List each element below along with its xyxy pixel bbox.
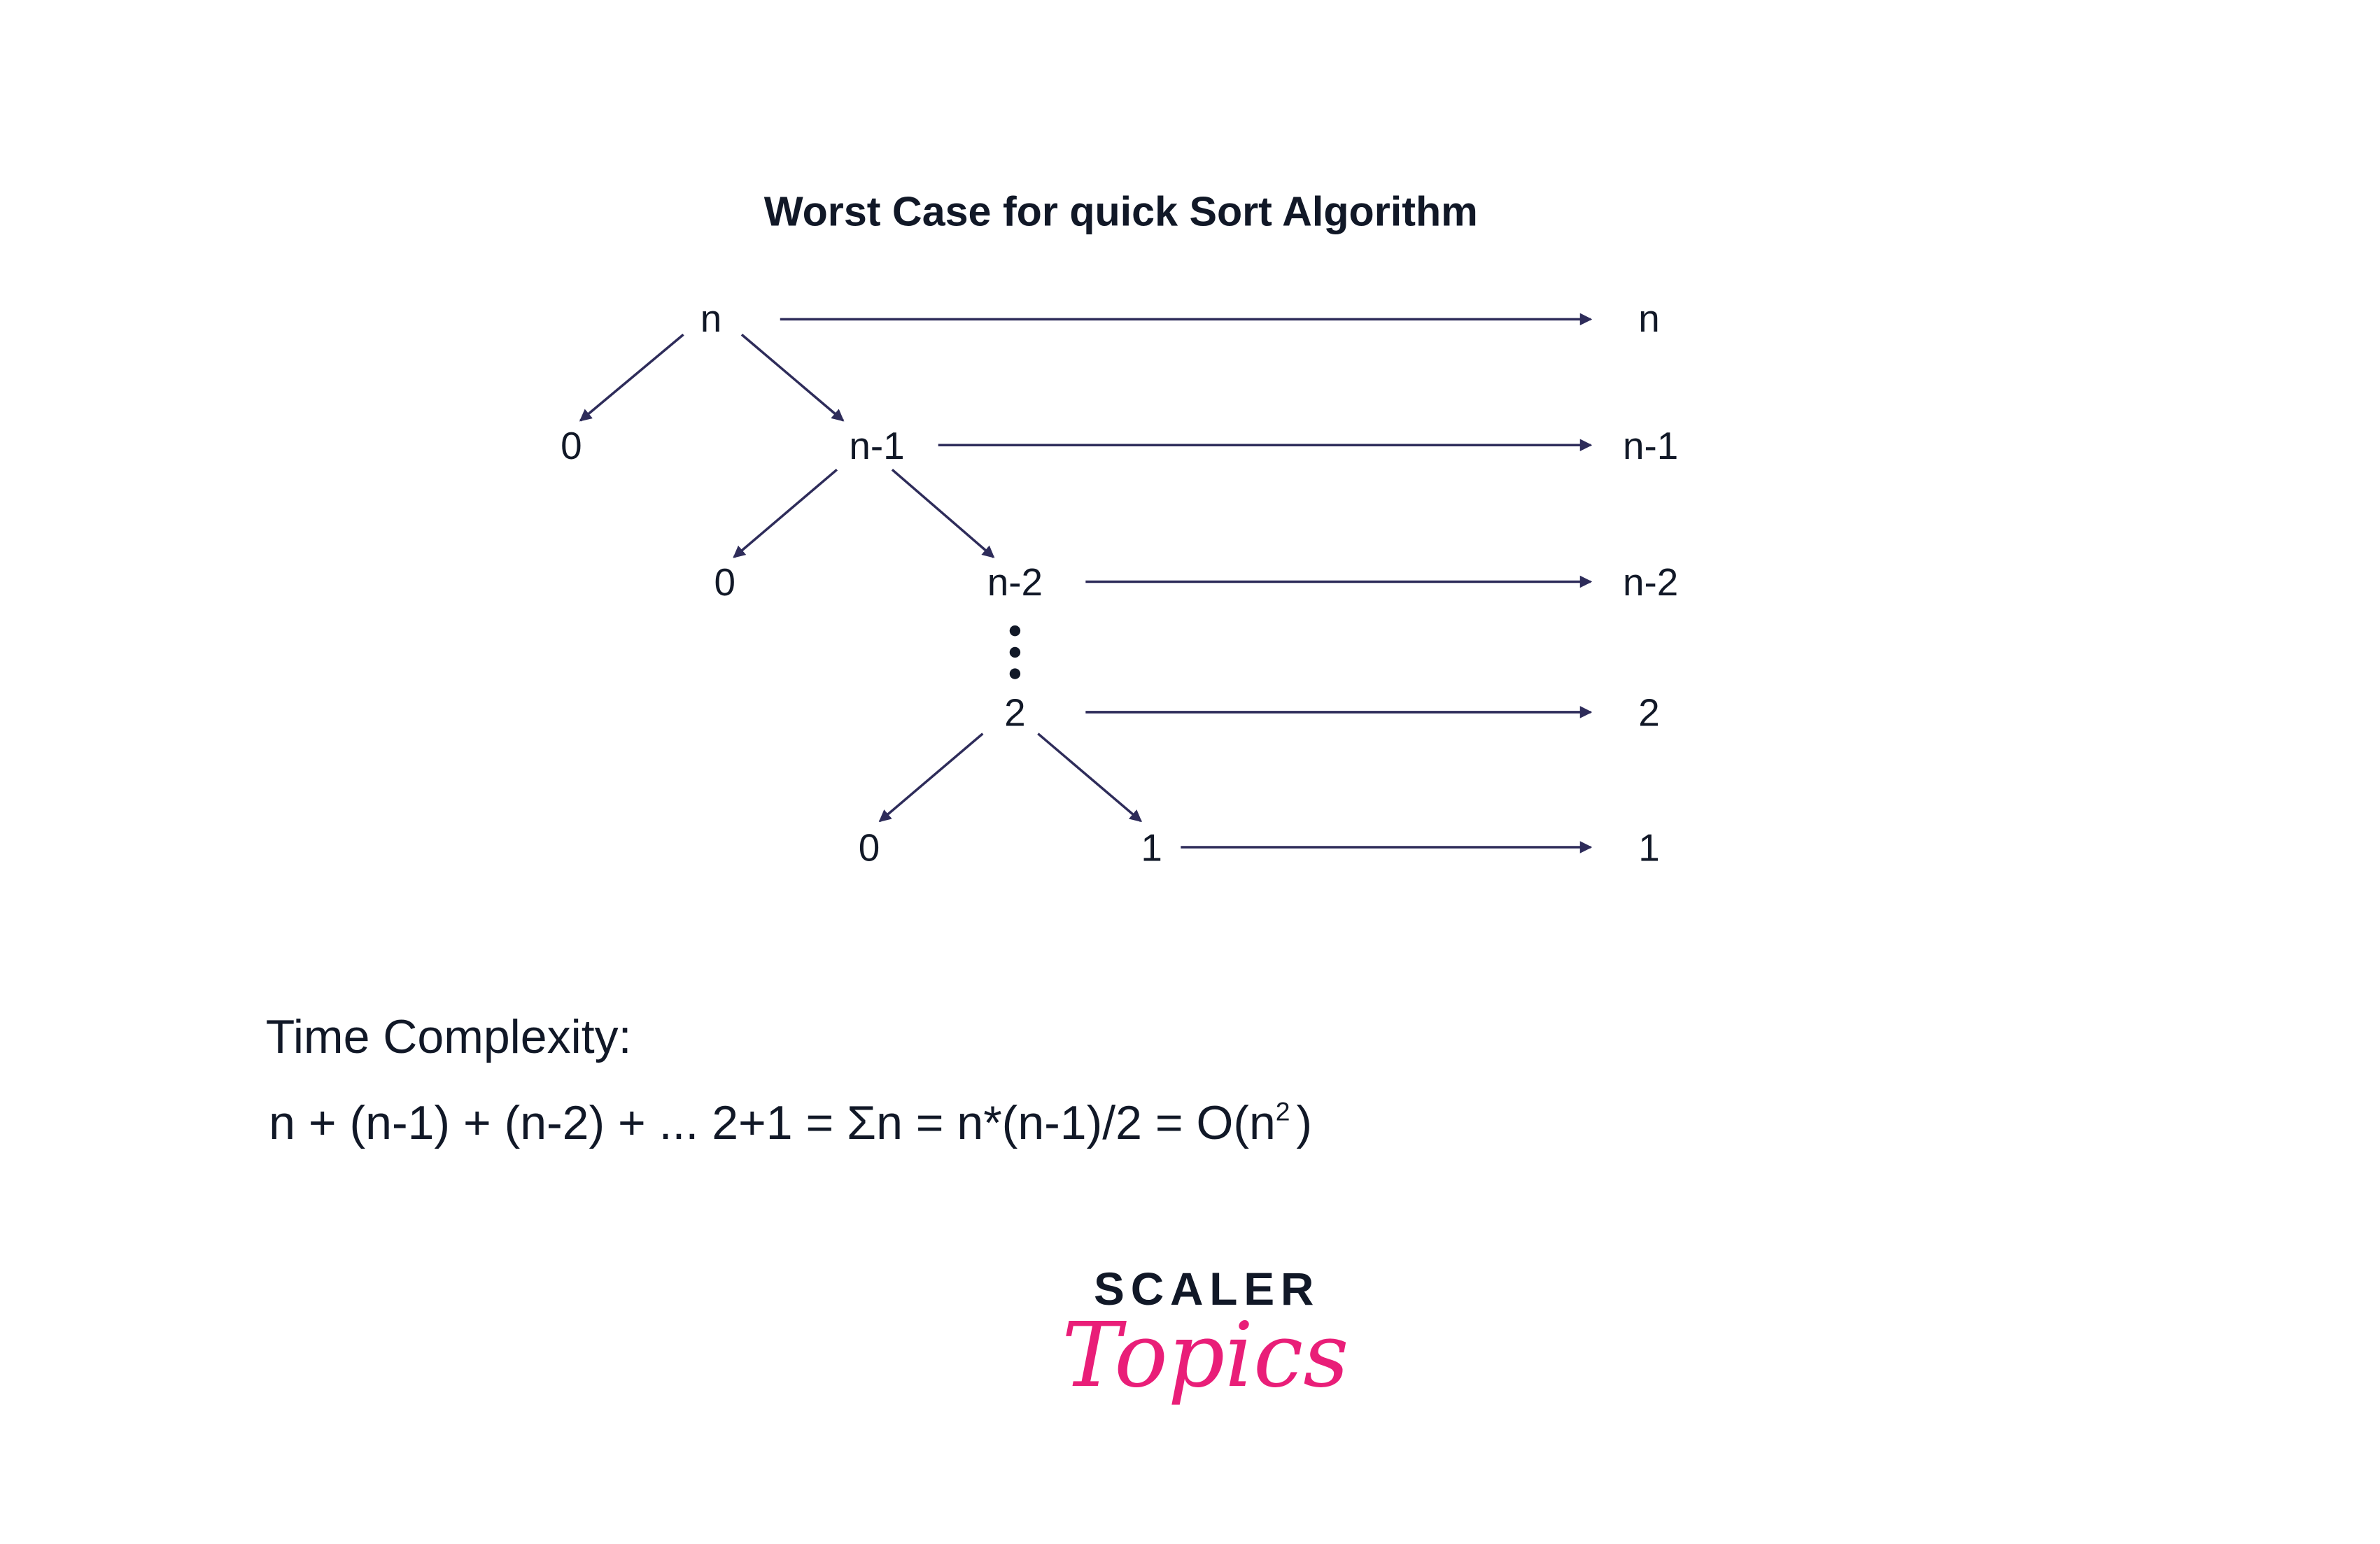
vertical-ellipsis — [1009, 625, 1021, 679]
edge — [733, 468, 838, 558]
node-l1-right: n-1 — [849, 424, 904, 467]
edge — [1037, 732, 1142, 823]
cost-label: 2 — [1638, 691, 1660, 735]
node-l2-left: 0 — [714, 560, 736, 604]
complexity-formula: n + (n-1) + (n-2) + ... 2+1 = Σn = n*(n-… — [269, 1096, 1312, 1149]
node-root: n — [700, 297, 722, 340]
logo-scaler: SCALER — [1094, 1263, 1320, 1315]
cost-arrows — [780, 313, 1593, 854]
node-l4-right: 1 — [1141, 826, 1162, 870]
edge — [579, 333, 684, 422]
cost-label: n-1 — [1623, 424, 1678, 467]
logo-topics: Topics — [1062, 1304, 1349, 1408]
cost-label: n — [1638, 297, 1660, 340]
node-l1-left: 0 — [561, 424, 582, 467]
formula-text: n + (n-1) + (n-2) + ... 2+1 = Σn = n*(n-… — [269, 1096, 1276, 1149]
edge — [740, 333, 845, 422]
node-l2-right: n-2 — [987, 560, 1043, 604]
edge — [878, 732, 984, 823]
scaler-topics-logo: SCALER Topics — [1062, 1263, 1349, 1408]
cost-label: n-2 — [1623, 560, 1678, 604]
formula-closing: ) — [1296, 1096, 1312, 1149]
complexity-heading: Time Complexity: — [266, 1010, 632, 1063]
cost-label: 1 — [1638, 826, 1660, 870]
diagram-title: Worst Case for quick Sort Algorithm — [764, 187, 1478, 234]
node-l3: 2 — [1004, 691, 1026, 735]
edge — [891, 468, 995, 558]
node-l4-left: 0 — [859, 826, 880, 870]
formula-superscript: 2 — [1276, 1097, 1290, 1126]
tree-edges — [579, 333, 1142, 823]
